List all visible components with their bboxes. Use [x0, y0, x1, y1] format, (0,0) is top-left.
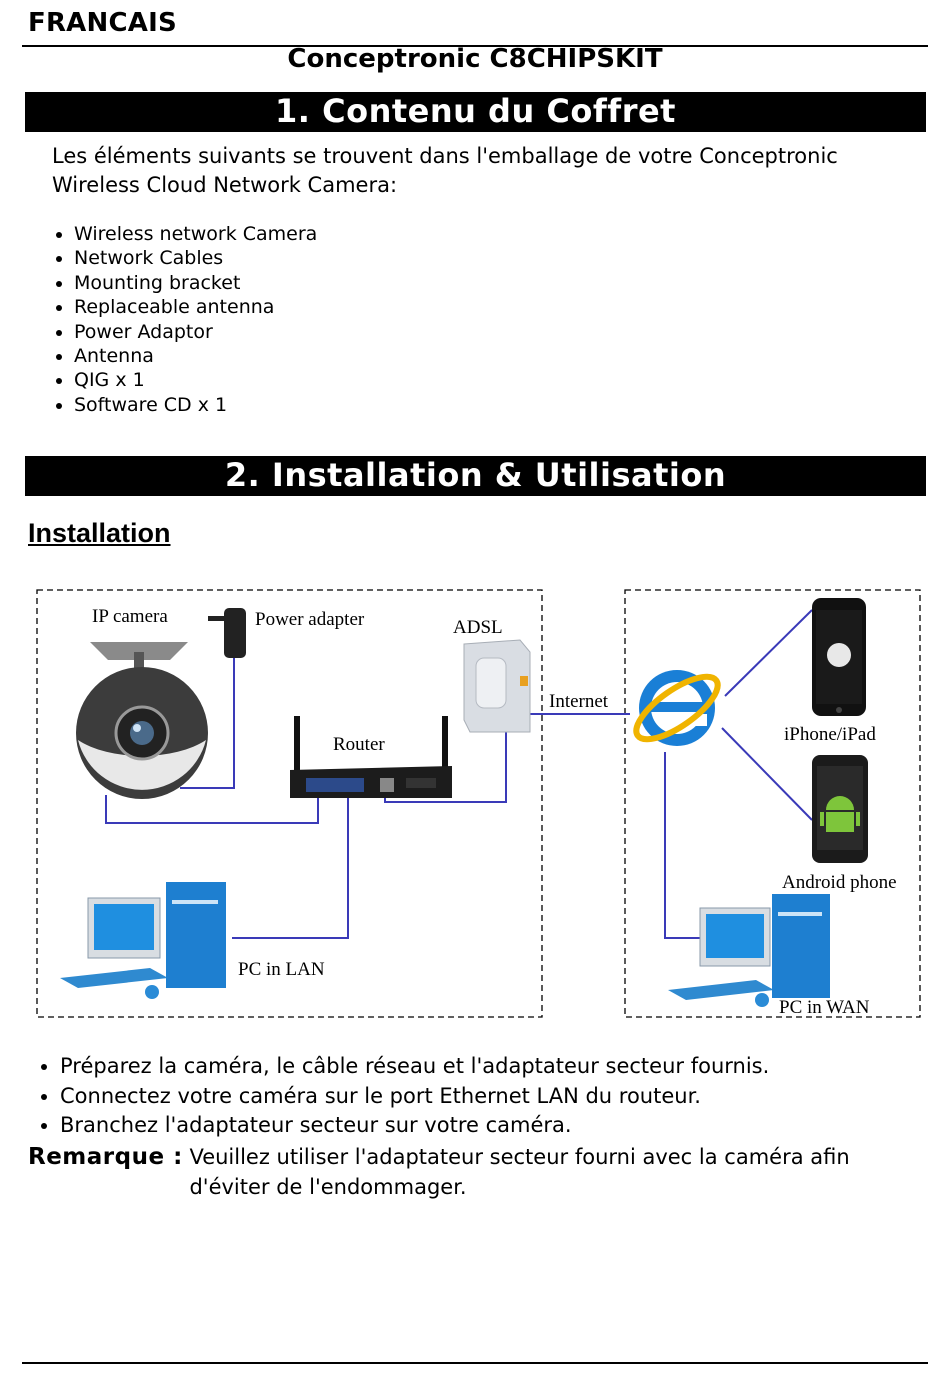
list-item: Antenna	[74, 344, 317, 368]
pc-lan-label: PC in LAN	[238, 959, 325, 980]
list-item: Replaceable antenna	[74, 295, 317, 319]
list-item: QIG x 1	[74, 368, 317, 392]
iphone-icon	[812, 598, 866, 716]
contents-intro: Les éléments suivants se trouvent dans l…	[52, 144, 838, 197]
android-phone-icon	[812, 755, 868, 863]
remark-text: Veuillez utiliser l'adaptateur secteur f…	[189, 1145, 850, 1199]
product-title: Conceptronic C8CHIPSKIT	[287, 44, 663, 74]
list-item: Branchez l'adaptateur secteur sur votre …	[60, 1111, 769, 1141]
internet-label: Internet	[549, 691, 609, 712]
remark-note: Remarque : Veuillez utiliser l'adaptateu…	[28, 1142, 928, 1202]
adsl-label: ADSL	[453, 617, 503, 638]
pc-lan-icon	[60, 882, 226, 999]
internet-globe-icon	[633, 670, 721, 746]
lan-frame	[36, 589, 543, 1018]
list-item: Mounting bracket	[74, 271, 317, 295]
installation-steps: Préparez la caméra, le câble réseau et l…	[28, 1052, 769, 1141]
list-item: Software CD x 1	[74, 393, 317, 417]
wires	[105, 609, 813, 939]
contents-list: Wireless network Camera Network Cables M…	[52, 222, 317, 417]
footer-rule	[22, 1362, 928, 1364]
installation-heading: Installation	[28, 518, 171, 548]
adsl-modem-icon	[463, 639, 531, 733]
header-rule	[22, 45, 928, 47]
router-label: Router	[333, 734, 385, 755]
list-item: Network Cables	[74, 246, 317, 270]
list-item: Wireless network Camera	[74, 222, 317, 246]
pc-wan-label: PC in WAN	[779, 997, 870, 1018]
pc-wan-icon	[668, 894, 830, 1007]
android-phone-label: Android phone	[782, 872, 897, 893]
list-item: Connectez votre caméra sur le port Ether…	[60, 1082, 769, 1112]
list-item: Préparez la caméra, le câble réseau et l…	[60, 1052, 769, 1082]
section-2-title: 2. Installation & Utilisation	[25, 456, 926, 496]
power-adapter-label: Power adapter	[255, 609, 365, 630]
network-diagram: IP camera Power adapter ADSL Internet Ro…	[36, 589, 921, 1018]
language-label: FRANCAIS	[28, 8, 177, 38]
iphone-label: iPhone/iPad	[784, 724, 876, 745]
section-1-title: 1. Contenu du Coffret	[25, 92, 926, 132]
remark-label: Remarque :	[28, 1144, 183, 1170]
wan-frame	[624, 589, 921, 1018]
router-icon	[290, 716, 452, 798]
list-item: Power Adaptor	[74, 320, 317, 344]
ip-camera-label: IP camera	[92, 606, 168, 627]
ip-camera-icon	[76, 642, 208, 799]
power-adapter-icon	[208, 608, 246, 658]
